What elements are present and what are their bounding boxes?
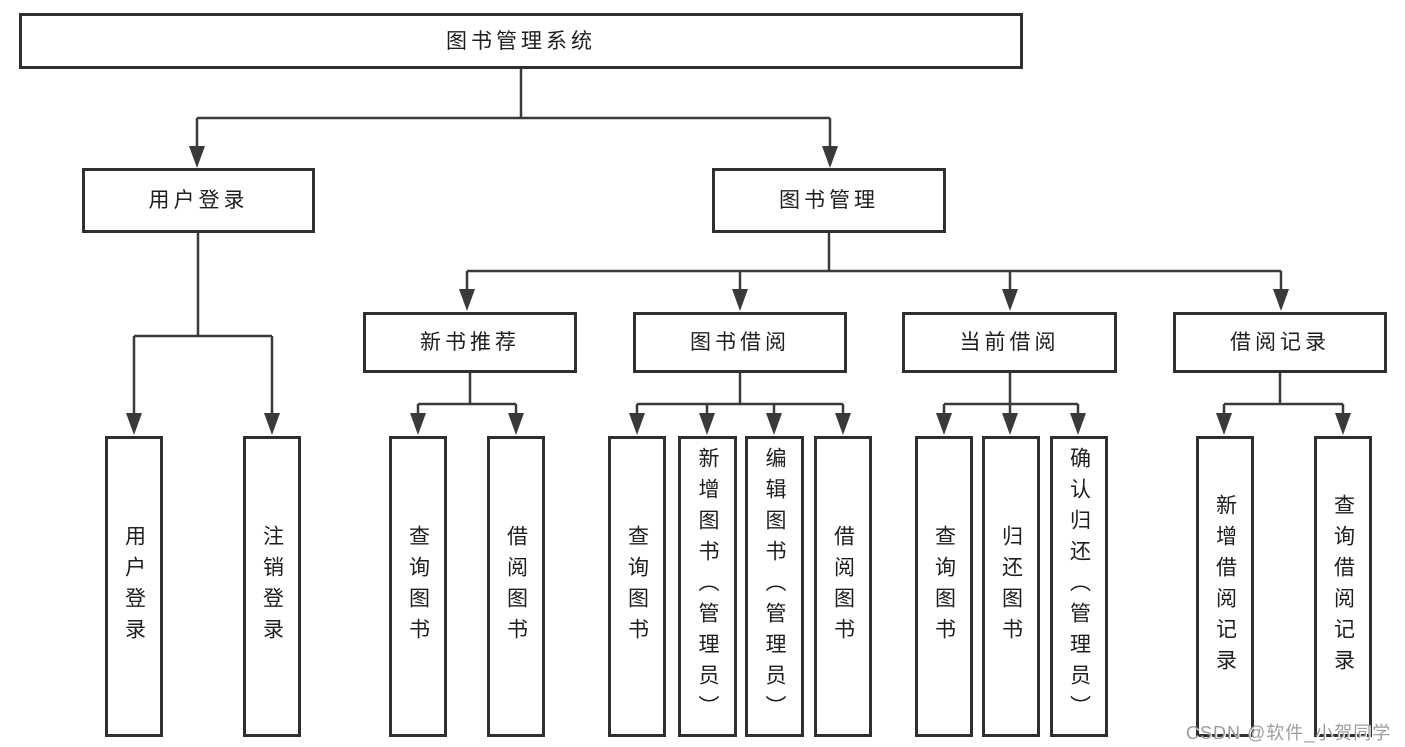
node-label: 编辑图书（管理员） — [763, 447, 786, 726]
node-label: 图书管理 — [779, 189, 879, 212]
leaf-add-borrow-record: 新增借阅记录 — [1196, 436, 1254, 737]
node-label: 用户登录 — [148, 189, 249, 212]
node-label: 图书借阅 — [690, 331, 790, 354]
node-label: 当前借阅 — [959, 331, 1060, 354]
node-library-management-system: 图书管理系统 — [19, 13, 1023, 69]
node-label: 新增借阅记录 — [1213, 493, 1237, 680]
node-label: 图书管理系统 — [446, 29, 596, 53]
leaf-return-book: 归还图书 — [982, 436, 1040, 737]
node-book-borrow: 图书借阅 — [633, 312, 847, 373]
csdn-watermark: CSDN @软件_小贺同学 — [1186, 723, 1392, 743]
node-user-login: 用户登录 — [82, 168, 315, 233]
leaf-query-book-current: 查询图书 — [915, 436, 973, 737]
leaf-query-book-borrow: 查询图书 — [608, 436, 666, 737]
leaf-query-borrow-record: 查询借阅记录 — [1314, 436, 1372, 737]
node-book-management: 图书管理 — [712, 168, 946, 233]
leaf-confirm-return-admin: 确认归还（管理员） — [1050, 436, 1108, 737]
leaf-add-book-admin: 新增图书（管理员） — [678, 436, 737, 737]
node-label: 用户登录 — [122, 524, 146, 649]
leaf-logout: 注销登录 — [243, 436, 301, 737]
node-label: 查询图书 — [932, 524, 956, 649]
connector-book-management-to-level3 — [459, 233, 1289, 311]
node-new-book-recommend: 新书推荐 — [363, 312, 577, 373]
node-label: 注销登录 — [260, 524, 284, 649]
connector-new-book-recommend-to-leaves — [410, 373, 524, 435]
connector-current-borrow-to-leaves — [936, 373, 1086, 435]
connector-book-borrow-to-leaves — [629, 373, 851, 435]
node-current-borrow: 当前借阅 — [902, 312, 1117, 373]
leaf-query-book-recommend: 查询图书 — [389, 436, 447, 737]
node-label: 归还图书 — [999, 524, 1023, 649]
node-label: 借阅记录 — [1230, 331, 1330, 354]
node-label: 查询借阅记录 — [1331, 493, 1355, 680]
node-borrow-records: 借阅记录 — [1173, 312, 1387, 373]
leaf-borrow-book-recommend: 借阅图书 — [487, 436, 545, 737]
node-label: 借阅图书 — [831, 524, 855, 649]
node-label: 查询图书 — [406, 524, 430, 649]
connector-user-login-to-leaves — [126, 233, 280, 435]
connector-borrow-records-to-leaves — [1216, 373, 1351, 435]
leaf-borrow-book: 借阅图书 — [814, 436, 872, 737]
node-label: 借阅图书 — [504, 524, 528, 649]
node-label: 查询图书 — [625, 524, 649, 649]
node-label: 新增图书（管理员） — [696, 447, 719, 726]
leaf-edit-book-admin: 编辑图书（管理员） — [745, 436, 804, 737]
node-label: 新书推荐 — [420, 331, 520, 354]
connector-root-to-level2 — [189, 69, 838, 168]
leaf-user-login: 用户登录 — [105, 436, 163, 737]
node-label: 确认归还（管理员） — [1067, 447, 1091, 726]
